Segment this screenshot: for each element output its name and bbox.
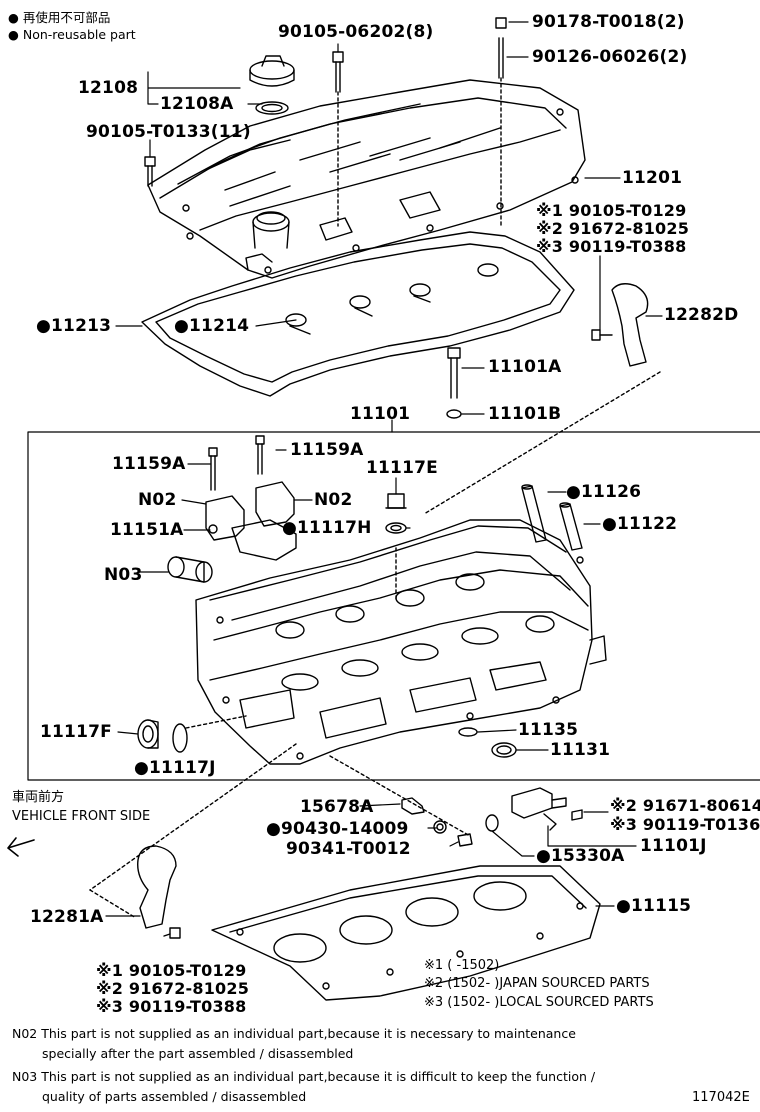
note-n03-line1: N03 This part is not supplied as an indi…	[12, 1069, 596, 1084]
footnote-2: ※2 (1502- )JAPAN SOURCED PARTS	[424, 976, 650, 991]
part-label-90126-06026[interactable]: 90126-06026(2)	[532, 47, 688, 67]
bracket-12281a	[137, 845, 181, 939]
part-label-12281a-note3[interactable]: ※3 90119-T0388	[96, 997, 247, 1016]
part-label-90105-06202[interactable]: 90105-06202(8)	[278, 22, 434, 42]
cylinder-head	[195, 519, 607, 765]
footnote-1: ※1 ( -1502)	[424, 958, 500, 973]
cylinder-head-cover	[147, 79, 586, 279]
head-bolt	[446, 347, 462, 419]
part-label-11126[interactable]: ●11126	[566, 482, 642, 502]
plug-11117e	[385, 493, 407, 534]
part-label-11135[interactable]: 11135	[518, 720, 579, 740]
cylinder-head-frame	[27, 431, 760, 781]
part-label-11117f[interactable]: 11117F	[40, 722, 112, 742]
part-label-11131[interactable]: 11131	[550, 740, 611, 760]
part-label-11159a-right[interactable]: 11159A	[290, 440, 364, 460]
part-label-11117h[interactable]: ●11117H	[282, 518, 372, 538]
oil-control-parts	[401, 787, 583, 847]
part-label-11117e[interactable]: 11117E	[366, 458, 438, 478]
part-label-11159a-left[interactable]: 11159A	[112, 454, 186, 474]
part-label-12282d[interactable]: 12282D	[664, 305, 739, 325]
bracket-12282d	[591, 283, 649, 367]
part-label-12282d-note1[interactable]: ※1 90105-T0129	[536, 201, 687, 220]
footnote-3: ※3 (1502- )LOCAL SOURCED PARTS	[424, 995, 654, 1010]
part-label-11101b[interactable]: 11101B	[488, 404, 562, 424]
vehicle-front-en: VEHICLE FRONT SIDE	[12, 809, 151, 824]
part-label-12282d-note2[interactable]: ※2 91672-81025	[536, 219, 690, 238]
part-label-15678a[interactable]: 15678A	[300, 797, 374, 817]
part-label-n03[interactable]: N03	[104, 565, 143, 585]
rings-11135-11131	[458, 727, 517, 758]
part-label-90430-14009[interactable]: ●90430-14009	[266, 819, 409, 839]
part-label-90341-t0012[interactable]: 90341-T0012	[286, 839, 411, 859]
part-label-n02-right[interactable]: N02	[314, 490, 353, 510]
part-label-11101j[interactable]: 11101J	[640, 836, 707, 856]
sleeve-n03	[167, 556, 213, 583]
valve-guides	[521, 484, 583, 551]
part-label-11151a[interactable]: 11151A	[110, 520, 184, 540]
part-label-11213[interactable]: ●11213	[36, 316, 112, 336]
head-gasket	[211, 865, 601, 1001]
figure-id: 117042E	[692, 1090, 750, 1105]
part-label-11122[interactable]: ●11122	[602, 514, 678, 534]
part-label-12281a[interactable]: 12281A	[30, 907, 104, 927]
part-label-90119-t0136[interactable]: ※3 90119-T0136	[610, 815, 760, 834]
part-label-90105-t0133[interactable]: 90105-T0133(11)	[86, 122, 251, 142]
part-label-11214[interactable]: ●11214	[174, 316, 250, 336]
part-label-12281a-note2[interactable]: ※2 91672-81025	[96, 979, 250, 998]
part-label-12108[interactable]: 12108	[78, 78, 139, 98]
legend-nonreusable-jp: ● 再使用不可部品	[8, 10, 111, 25]
part-label-91671-80614[interactable]: ※2 91671-80614	[610, 796, 760, 815]
part-label-11115[interactable]: ●11115	[616, 896, 692, 916]
note-n02-line1: N02 This part is not supplied as an indi…	[12, 1026, 576, 1041]
part-label-n02-left[interactable]: N02	[138, 490, 177, 510]
legend-nonreusable-en: ● Non-reusable part	[8, 27, 136, 42]
part-label-12282d-note3[interactable]: ※3 90119-T0388	[536, 237, 687, 256]
part-label-90178-t0018[interactable]: 90178-T0018(2)	[532, 12, 685, 32]
note-n03-line2: quality of parts assembled / disassemble…	[42, 1089, 307, 1104]
part-label-15330a[interactable]: ●15330A	[536, 846, 625, 866]
part-label-12108a[interactable]: 12108A	[160, 94, 234, 114]
part-label-11101[interactable]: 11101	[350, 404, 411, 424]
camshaft-caps	[205, 435, 297, 561]
plug-11117f	[137, 715, 247, 753]
cover-bolts	[144, 17, 507, 227]
part-label-11117j[interactable]: ●11117J	[134, 758, 216, 778]
part-label-12281a-note1[interactable]: ※1 90105-T0129	[96, 961, 247, 980]
oil-filler-cap	[249, 55, 295, 115]
part-label-11101a[interactable]: 11101A	[488, 357, 562, 377]
part-label-11201[interactable]: 11201	[622, 168, 683, 188]
note-n02-line2: specially after the part assembled / dis…	[42, 1046, 354, 1061]
vehicle-front-jp: 車両前方	[12, 790, 65, 805]
leader-lines	[105, 21, 663, 917]
head-cover-gasket	[141, 231, 575, 397]
